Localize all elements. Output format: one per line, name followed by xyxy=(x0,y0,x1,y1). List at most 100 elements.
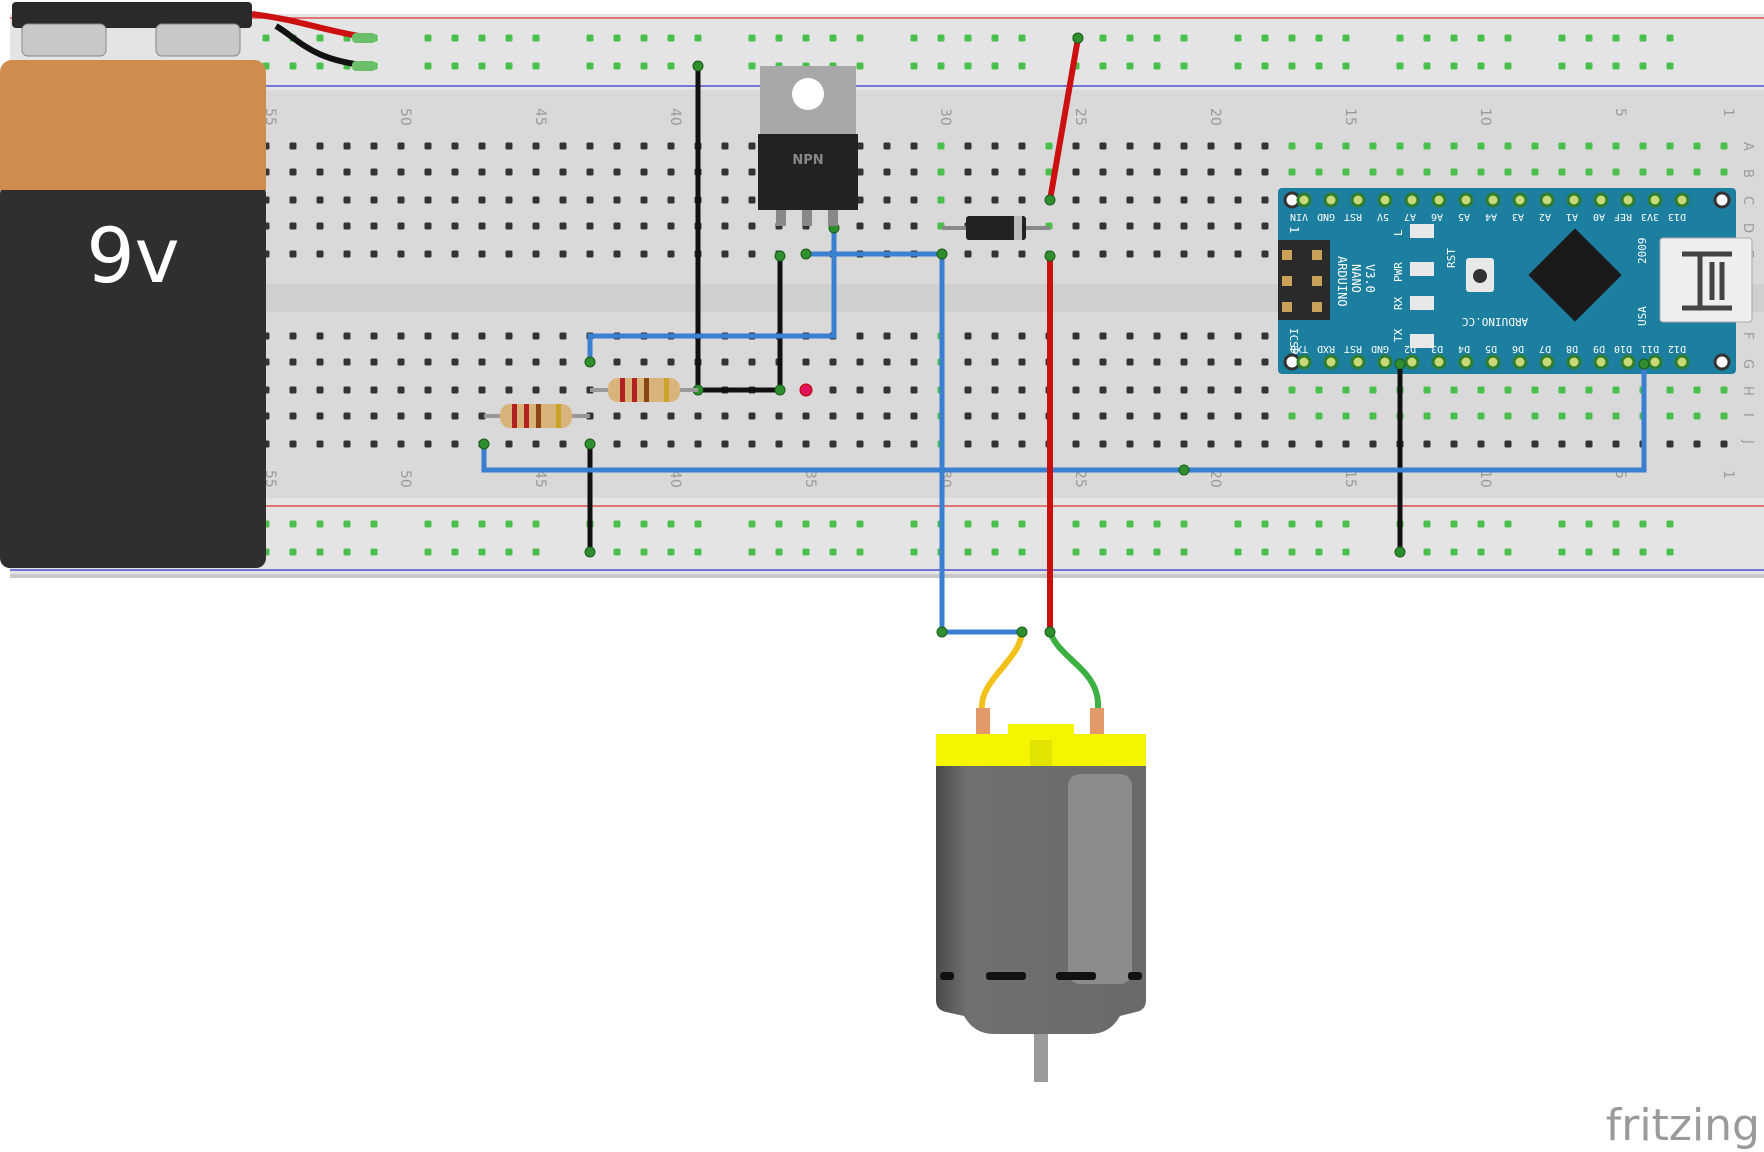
resistor-top[interactable] xyxy=(590,378,698,402)
breadboard-hole xyxy=(532,196,540,204)
breadboard-hole xyxy=(1072,142,1080,150)
rail-hole xyxy=(1585,34,1593,42)
breadboard-hole xyxy=(1450,440,1458,448)
arduino-pin xyxy=(1674,192,1690,208)
breadboard-hole xyxy=(802,358,810,366)
wire-blue-d10-signal xyxy=(481,364,1647,473)
npn-transistor[interactable]: NPN xyxy=(758,66,858,226)
row-letter: G xyxy=(1740,359,1755,369)
breadboard-hole xyxy=(532,332,540,340)
breadboard-hole xyxy=(397,142,405,150)
breadboard-hole xyxy=(1288,168,1296,176)
breadboard-hole xyxy=(1450,142,1458,150)
breadboard-hole xyxy=(883,386,891,394)
breadboard-hole xyxy=(1342,440,1350,448)
breadboard-hole xyxy=(1072,168,1080,176)
rail-hole xyxy=(370,548,378,556)
pin-label: A7 xyxy=(1404,211,1416,222)
breadboard-hole xyxy=(343,250,351,258)
battery-body xyxy=(0,184,266,568)
rail-hole xyxy=(1504,34,1512,42)
rail-hole xyxy=(1423,520,1431,528)
breadboard-hole xyxy=(1126,250,1134,258)
rail-hole xyxy=(937,34,945,42)
breadboard-hole xyxy=(1261,222,1269,230)
rail-hole xyxy=(1099,62,1107,70)
breadboard-hole xyxy=(1342,142,1350,150)
breadboard-hole xyxy=(559,358,567,366)
arduino-pin xyxy=(1593,354,1609,370)
breadboard-hole xyxy=(451,168,459,176)
led-label-pwr: PWR xyxy=(1392,262,1405,282)
rail-hole xyxy=(775,520,783,528)
breadboard-hole xyxy=(1018,332,1026,340)
breadboard-hole xyxy=(640,168,648,176)
rail-hole xyxy=(451,62,459,70)
rail-hole xyxy=(667,520,675,528)
usb-connector[interactable] xyxy=(1659,237,1753,323)
breadboard-hole xyxy=(883,142,891,150)
row-letter: F xyxy=(1740,332,1755,339)
pin-label: RST xyxy=(1344,343,1362,354)
rail-hole xyxy=(1261,520,1269,528)
rail-hole xyxy=(1288,548,1296,556)
arduino-pin xyxy=(1323,354,1339,370)
rail-hole xyxy=(964,62,972,70)
battery-cap xyxy=(0,60,266,190)
pin-label: RXD xyxy=(1317,343,1335,354)
transistor-body xyxy=(758,134,858,210)
arduino-pin xyxy=(1620,354,1636,370)
rail-hole xyxy=(991,34,999,42)
breadboard-hole xyxy=(1207,142,1215,150)
breadboard-hole xyxy=(397,168,405,176)
breadboard-hole xyxy=(1207,222,1215,230)
breadboard-hole xyxy=(1612,386,1620,394)
breadboard-hole xyxy=(1261,440,1269,448)
rail-hole xyxy=(1396,34,1404,42)
dc-motor[interactable] xyxy=(936,708,1146,1082)
wire-red-rail-to-diode xyxy=(1047,37,1081,201)
arduino-pin xyxy=(1485,354,1501,370)
rail-hole xyxy=(451,34,459,42)
breadboard-hole xyxy=(1720,142,1728,150)
rail-hole xyxy=(1018,548,1026,556)
rail-hole xyxy=(289,548,297,556)
breadboard-hole xyxy=(1477,412,1485,420)
breadboard-hole xyxy=(289,250,297,258)
rail-hole xyxy=(424,62,432,70)
breadboard-hole xyxy=(883,168,891,176)
wire-blue-collector-to-motor xyxy=(806,251,1022,635)
breadboard-hole xyxy=(1153,440,1161,448)
breadboard-hole xyxy=(1504,440,1512,448)
breadboard-hole xyxy=(613,412,621,420)
breadboard-hole xyxy=(883,358,891,366)
breadboard-hole xyxy=(1018,358,1026,366)
icsp-header xyxy=(1278,240,1330,320)
rail-hole xyxy=(424,548,432,556)
rail-hole xyxy=(1126,62,1134,70)
column-number: 5 xyxy=(1612,108,1628,117)
breadboard-hole xyxy=(343,412,351,420)
wire-endpoint xyxy=(800,248,812,260)
breadboard-hole xyxy=(289,386,297,394)
breadboard-hole xyxy=(1504,168,1512,176)
breadboard-hole xyxy=(721,222,729,230)
rail-hole xyxy=(1639,62,1647,70)
breadboard-hole xyxy=(1585,142,1593,150)
breadboard-hole xyxy=(1234,358,1242,366)
resistor-bottom[interactable] xyxy=(484,404,590,428)
breadboard-hole xyxy=(289,412,297,420)
breadboard-hole xyxy=(1369,386,1377,394)
diode[interactable] xyxy=(942,216,1050,240)
led-label-l: L xyxy=(1392,229,1405,236)
breadboard-hole xyxy=(1018,168,1026,176)
rail-hole xyxy=(775,34,783,42)
breadboard-hole xyxy=(667,142,675,150)
transistor-label: NPN xyxy=(792,153,823,168)
breadboard-hole xyxy=(1126,412,1134,420)
reset-button-cap[interactable] xyxy=(1473,269,1487,283)
rail-hole xyxy=(505,62,513,70)
breadboard-hole xyxy=(1153,358,1161,366)
battery-9v[interactable]: 9v xyxy=(0,2,266,568)
